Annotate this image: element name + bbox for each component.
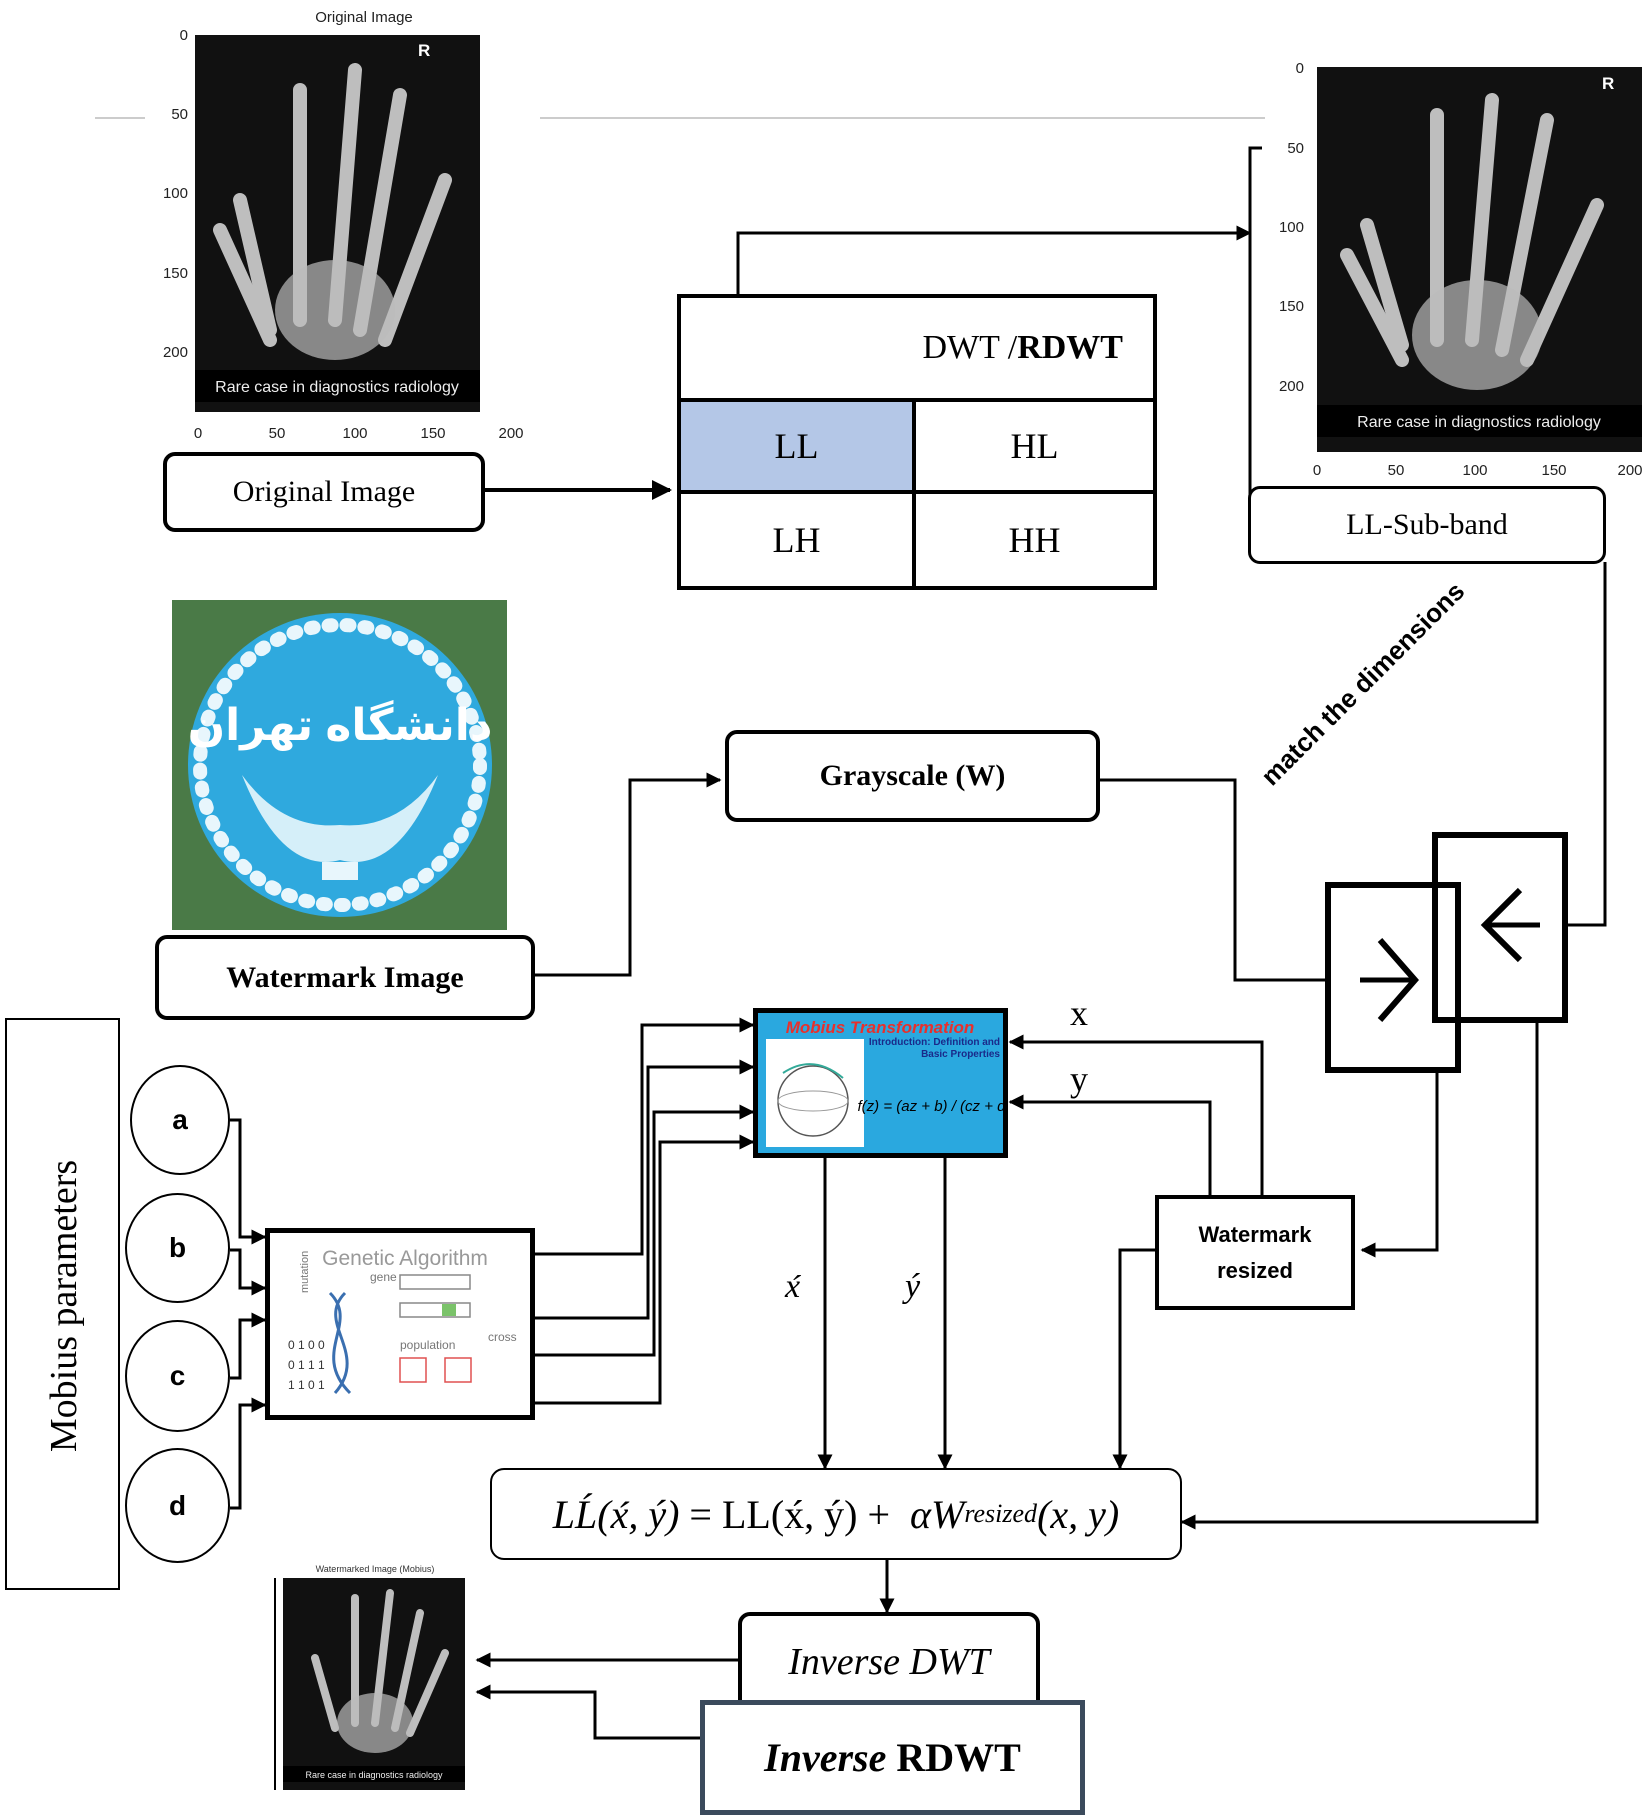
genetic-population-label: population xyxy=(400,1338,455,1352)
mobius-thumb-formula: f(z) = (az + b) / (cz + d) xyxy=(858,1098,1003,1115)
inverse-dwt-box: Inverse DWT xyxy=(738,1612,1040,1712)
ll-ytick: 200 xyxy=(1279,378,1304,395)
dwt-title: DWT / RDWT xyxy=(681,298,1153,402)
match-boxes xyxy=(1325,832,1568,1073)
original-image-label: Original Image xyxy=(232,475,416,508)
original-ytick: 200 xyxy=(163,344,188,361)
watermark-resized-line1: Watermark xyxy=(1198,1221,1312,1247)
ll-subband-plot: Rare case in diagnostics radiology R 0 5… xyxy=(1279,60,1643,479)
watermark-image-label: Watermark Image xyxy=(226,960,464,994)
lh-cell: LH xyxy=(681,494,916,586)
ll-xtick: 100 xyxy=(1462,462,1487,479)
param-b: b xyxy=(125,1193,230,1303)
ll-ytick: 0 xyxy=(1296,60,1304,77)
mobius-transformation-thumb: Mobius Transformation Introduction: Defi… xyxy=(753,1008,1008,1158)
genetic-row: 0 1 0 0 xyxy=(288,1338,325,1352)
formula-alpha-w: αW xyxy=(910,1491,965,1537)
ll-xtick: 0 xyxy=(1313,462,1321,479)
genetic-row: 1 1 0 1 xyxy=(288,1378,325,1392)
x-prime-label: x́ xyxy=(785,1268,801,1305)
mobius-thumb-subtitle: Introduction: Definition and Basic Prope… xyxy=(868,1037,1000,1060)
genetic-title: Genetic Algorithm xyxy=(322,1247,488,1270)
y-prime-label: ý xyxy=(905,1268,921,1305)
x-input-label: x xyxy=(1070,993,1088,1033)
genetic-gene-label: gene xyxy=(370,1270,397,1284)
watermark-image-box: Watermark Image xyxy=(155,935,535,1020)
dwt-title-plain: DWT / xyxy=(922,329,1018,366)
genetic-mutation-label: mutation xyxy=(299,1251,311,1293)
original-corner-mark: R xyxy=(418,41,430,60)
mobius-parameters-label: Mobius parameters xyxy=(43,1159,85,1453)
ll-subband-panel: Rare case in diagnostics radiology R 0 5… xyxy=(1262,55,1647,485)
ll-xtick: 50 xyxy=(1388,462,1405,479)
ll-label: LL xyxy=(774,426,819,466)
original-xtick: 150 xyxy=(420,425,445,442)
hh-cell: HH xyxy=(916,494,1153,586)
ll-ytick: 50 xyxy=(1287,140,1304,157)
hl-label: HL xyxy=(1010,426,1059,466)
inverse-dwt-label: Inverse DWT xyxy=(788,1641,990,1683)
watermark-resized-box: Watermark resized xyxy=(1155,1195,1355,1310)
inverse-rdwt-plain: RDWT xyxy=(896,1735,1021,1780)
y-input-label: y xyxy=(1070,1059,1088,1099)
ll-cell: LL xyxy=(681,402,916,494)
original-xtick: 200 xyxy=(498,425,523,442)
original-ytick: 0 xyxy=(180,27,188,44)
ll-xtick: 150 xyxy=(1541,462,1566,479)
watermarked-title: Watermarked Image (Mobius) xyxy=(316,1564,435,1574)
inverse-rdwt-box: Inverse RDWT xyxy=(700,1700,1085,1815)
original-plot-title: Original Image xyxy=(315,9,413,26)
formula-lhs: LĹ(x́, ý) xyxy=(552,1491,680,1537)
mobius-thumb-title: Mobius Transformation xyxy=(786,1018,975,1037)
university-logo-icon: دانشگاه تهران xyxy=(188,613,493,917)
hh-label: HH xyxy=(1008,520,1061,560)
ll-subband-label: LL-Sub-band xyxy=(1346,508,1508,541)
grayscale-label: Grayscale (W) xyxy=(819,759,1006,792)
hl-cell: HL xyxy=(916,402,1153,494)
original-image-caption: Rare case in diagnostics radiology xyxy=(215,379,459,396)
original-ytick: 150 xyxy=(163,265,188,282)
original-xtick: 50 xyxy=(269,425,286,442)
dwt-title-bold: RDWT xyxy=(1017,329,1123,366)
dwt-table: DWT / RDWT LL HL LH HH xyxy=(677,294,1157,590)
param-c: c xyxy=(125,1320,230,1432)
genetic-cross-label: cross xyxy=(488,1330,517,1344)
watermark-resized-line2: resized xyxy=(1217,1257,1293,1283)
ll-ytick: 150 xyxy=(1279,298,1304,315)
formula-rhs: = LL(x́, ý) + xyxy=(689,1491,891,1537)
watermarked-caption: Rare case in diagnostics radiology xyxy=(305,1770,443,1780)
watermarked-output-plot: Watermarked Image (Mobius) Rare case in … xyxy=(274,1564,465,1790)
ll-image-caption: Rare case in diagnostics radiology xyxy=(1357,414,1601,431)
grayscale-box: Grayscale (W) xyxy=(725,730,1100,822)
original-xtick: 0 xyxy=(194,425,202,442)
formula-subscript: resized xyxy=(964,1499,1038,1528)
formula-tail: (x, y) xyxy=(1037,1491,1120,1537)
original-image-panel: Original Image Rare case in diagnostics … xyxy=(150,0,540,445)
ll-subband-box: LL-Sub-band xyxy=(1248,486,1606,564)
mobius-parameters-box: Mobius parameters xyxy=(5,1018,120,1590)
mobius-illustration: Mobius Transformation Introduction: Defi… xyxy=(766,1018,1003,1147)
ll-ytick: 100 xyxy=(1279,219,1304,236)
ll-xtick: 200 xyxy=(1617,462,1642,479)
original-xtick: 100 xyxy=(342,425,367,442)
inverse-rdwt-italic: Inverse xyxy=(764,1735,887,1780)
ll-corner-mark: R xyxy=(1602,74,1614,93)
watermark-logo: دانشگاه تهران xyxy=(172,600,507,930)
watermarked-output-thumb: Watermarked Image (Mobius) Rare case in … xyxy=(245,1558,475,1813)
param-d: d xyxy=(125,1448,230,1563)
original-image-box: Original Image xyxy=(163,452,485,532)
genetic-algorithm-thumb: Genetic Algorithm gene population cross … xyxy=(265,1228,535,1420)
lh-label: LH xyxy=(772,520,821,560)
original-image-plot: Original Image Rare case in diagnostics … xyxy=(163,9,524,442)
param-a: a xyxy=(130,1065,230,1175)
original-ytick: 100 xyxy=(163,185,188,202)
genetic-row: 0 1 1 1 xyxy=(288,1358,325,1372)
genetic-algorithm-illustration: Genetic Algorithm gene population cross … xyxy=(288,1247,517,1395)
original-ytick: 50 xyxy=(171,106,188,123)
logo-text: دانشگاه تهران xyxy=(188,699,493,751)
watermarked-xray xyxy=(283,1578,465,1790)
